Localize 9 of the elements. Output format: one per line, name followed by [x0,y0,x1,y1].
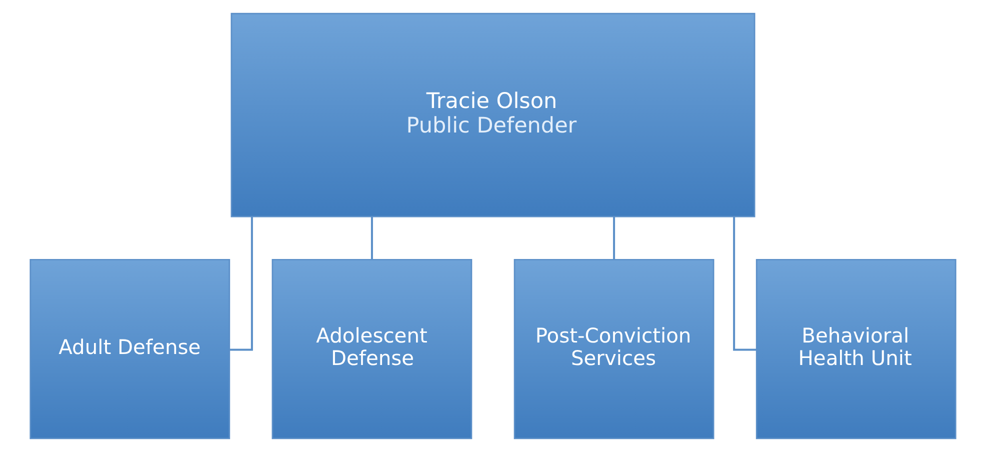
connector [370,216,372,260]
connector [229,216,252,351]
node-box: Adult Defense [29,258,230,440]
connector [612,216,615,260]
connector [732,216,756,351]
node-box: Post-Conviction Services [513,258,714,440]
node-box: Adolescent Defense [271,258,472,440]
node-box: Tracie Olson Public Defender [230,12,755,218]
node-box: Behavioral Health Unit [755,258,956,440]
